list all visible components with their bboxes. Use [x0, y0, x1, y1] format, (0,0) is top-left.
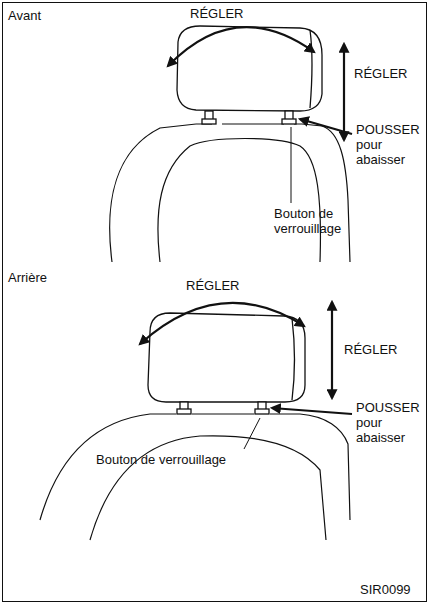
rear-seat	[40, 414, 350, 540]
front-arrows	[168, 27, 352, 140]
frame	[3, 3, 427, 602]
figure-code: SIR0099	[360, 582, 411, 597]
rear-headrest	[148, 313, 305, 414]
front-seat	[110, 124, 350, 262]
part-name: Bouton de verrouillage	[274, 206, 358, 236]
section-title: Avant	[8, 8, 41, 23]
push-label: POUSSER pour abaisser	[356, 400, 418, 445]
rear-arrows	[140, 302, 352, 414]
adjust-label: RÉGLER	[344, 342, 397, 357]
adjust-label: RÉGLER	[186, 278, 239, 293]
push-label: POUSSER pour abaisser	[356, 122, 418, 167]
section-title: Arrière	[8, 270, 47, 285]
adjust-label: RÉGLER	[190, 6, 243, 21]
leader-line	[291, 127, 292, 203]
leader-line	[244, 418, 260, 449]
part-name: Bouton de verrouillage	[96, 452, 226, 467]
adjust-label: RÉGLER	[354, 66, 407, 81]
